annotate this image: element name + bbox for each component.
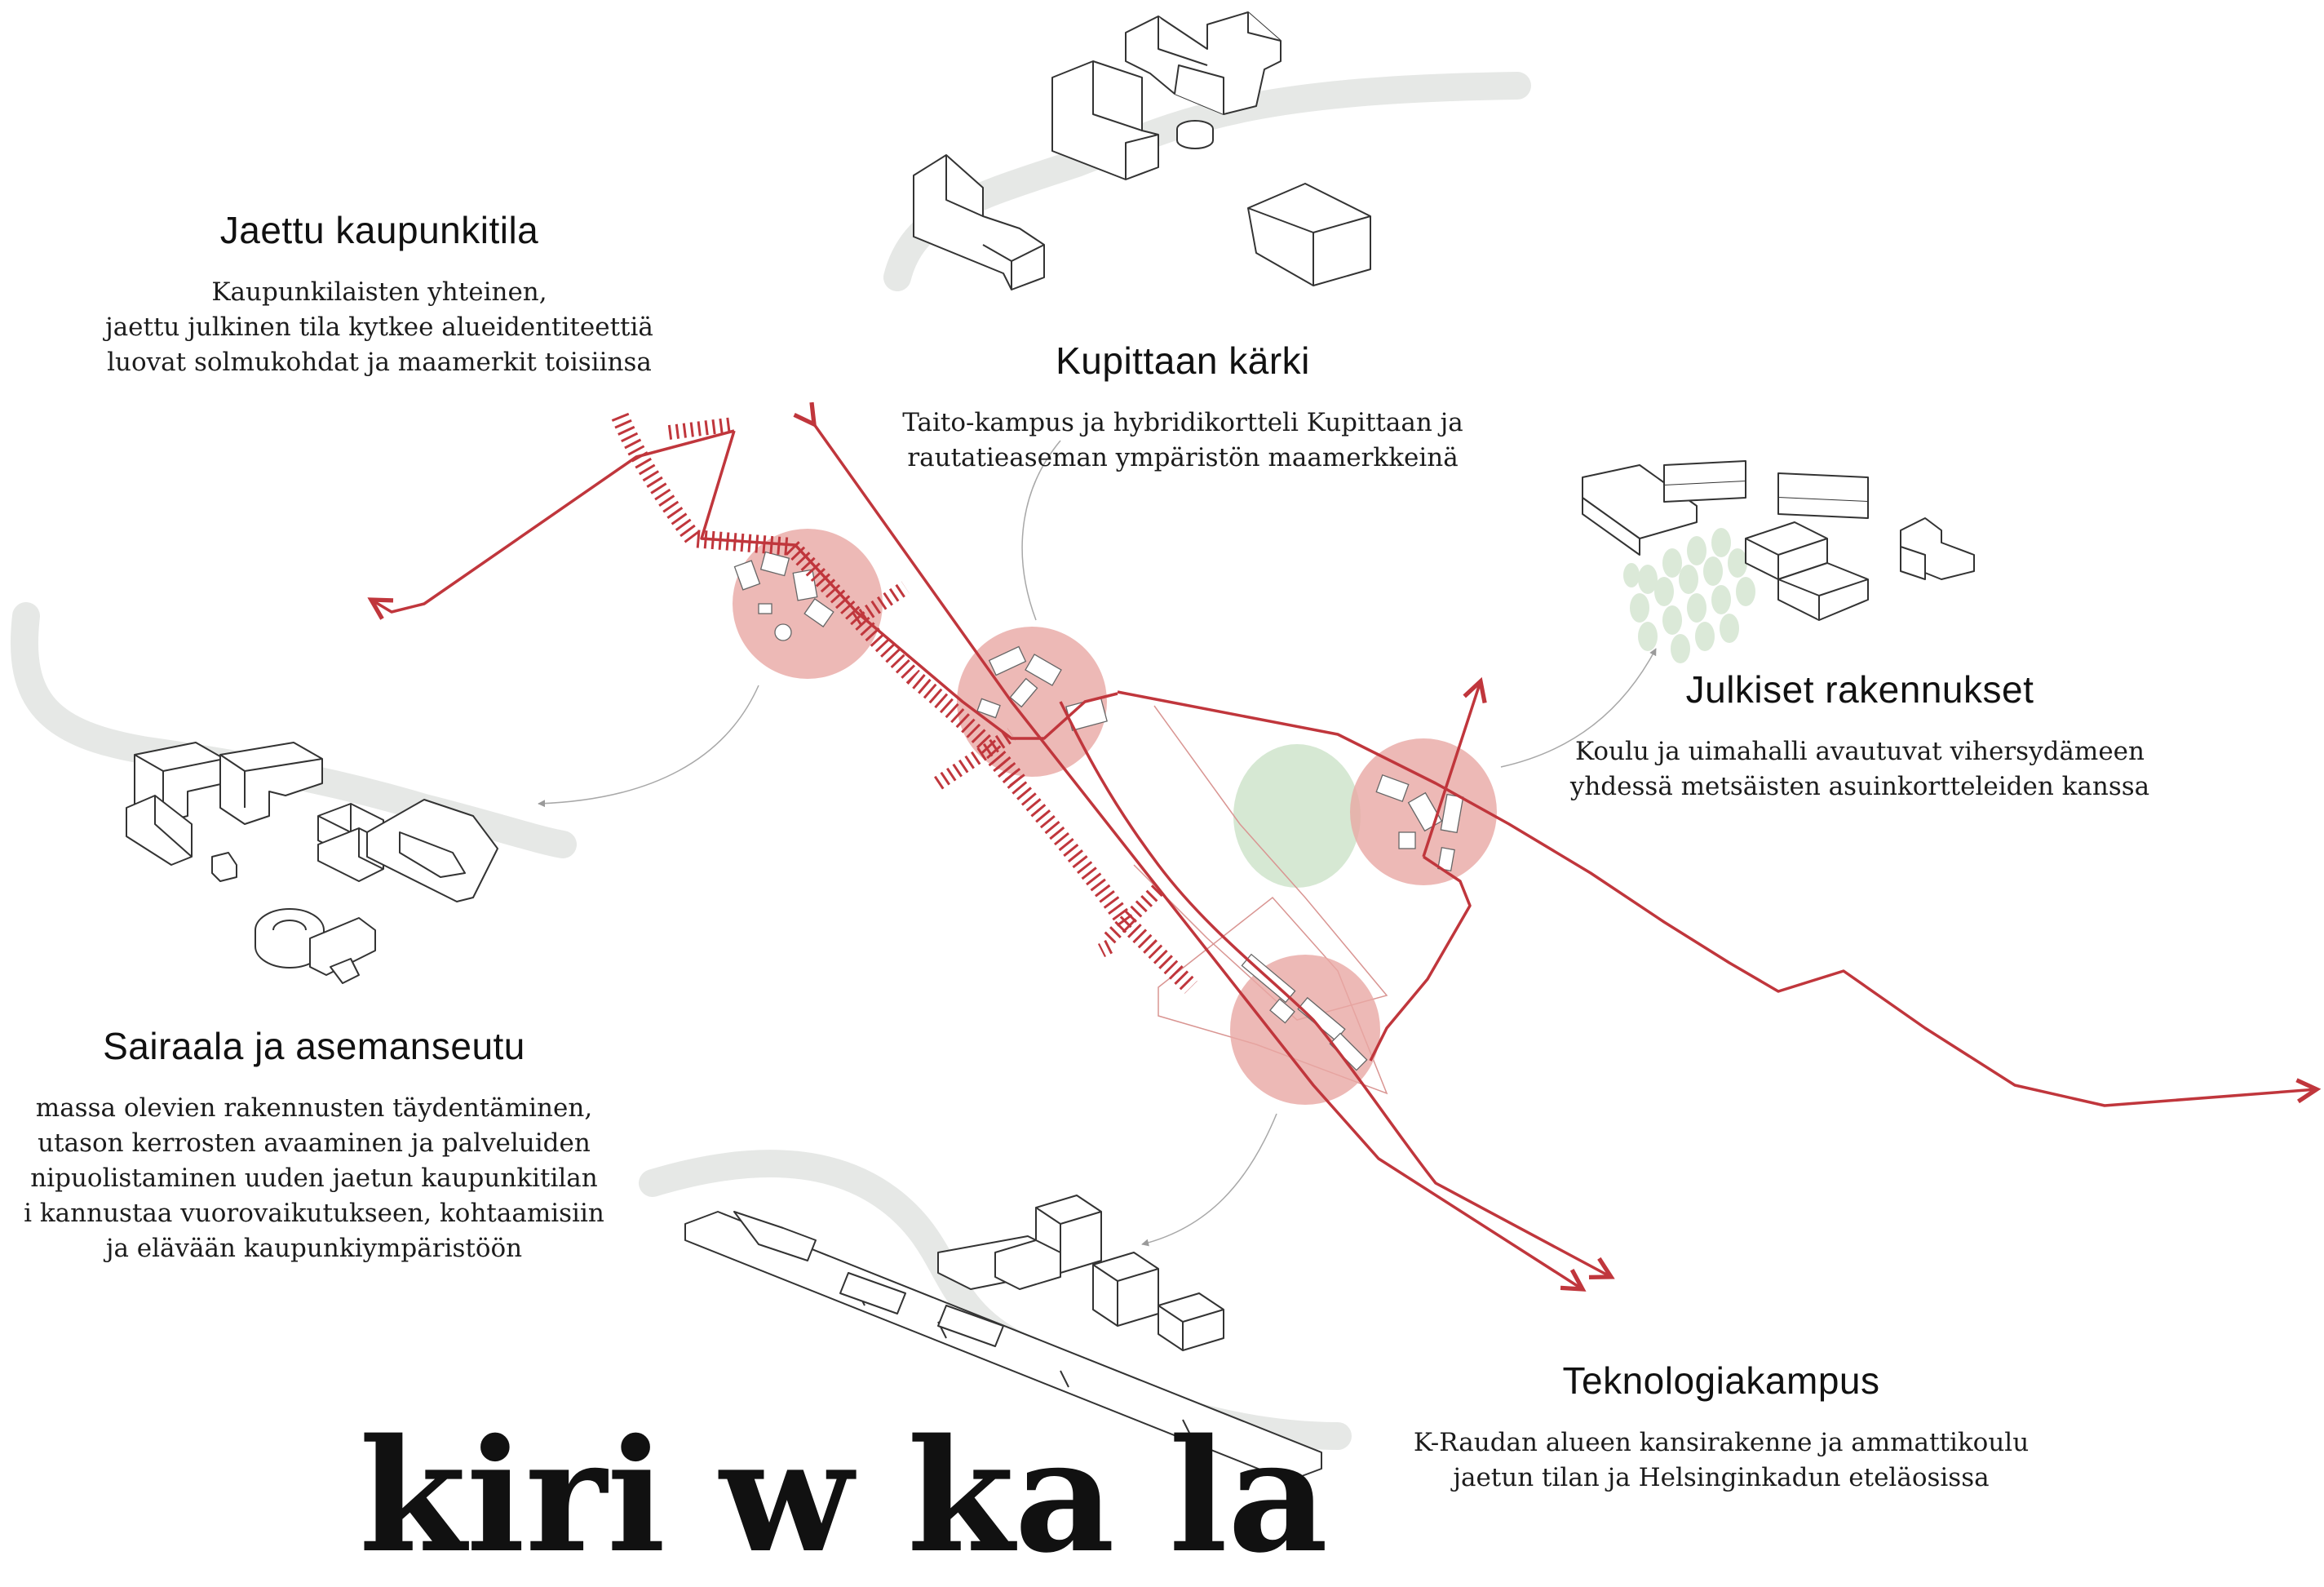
route-up-spur — [1422, 681, 1481, 858]
label-heading: Julkiset rakennukset — [1685, 668, 2034, 711]
buildings-right — [1582, 460, 1975, 621]
connector-sairaala — [538, 685, 759, 808]
label-line: Kaupunkilaisten yhteinen, — [211, 277, 547, 307]
label-kupittaan-karki: Kupittaan kärki Taito-kampus ja hybridik… — [865, 339, 1501, 476]
buildings-left — [126, 742, 498, 984]
label-line: nipuolistaminen uuden jaetun kaupunkitil… — [30, 1164, 598, 1193]
hatch-small-bottom — [1097, 939, 1113, 958]
label-jaettu-kaupunkitila: Jaettu kaupunkitila Kaupunkilaisten yhte… — [73, 208, 685, 380]
connector-teknologia — [1141, 1113, 1277, 1247]
label-julkiset-rakennukset: Julkiset rakennukset Koulu ja uimahalli … — [1534, 667, 2186, 805]
label-line: utason kerrosten avaaminen ja palveluide… — [38, 1128, 591, 1158]
grey-band-left — [10, 602, 577, 858]
label-heading: Sairaala ja asemanseutu — [103, 1025, 525, 1067]
route-main-diagonal — [814, 424, 1583, 1289]
grey-band-bottom — [639, 1150, 1352, 1450]
route-east — [1117, 690, 2317, 1107]
label-body: massa olevien rakennusten täydentäminen,… — [0, 1091, 628, 1266]
label-line: yhdessä metsäisten asuinkortteleiden kan… — [1569, 772, 2150, 801]
tree-cluster — [1623, 528, 1755, 663]
label-body: Koulu ja uimahalli avautuvat vihersydäme… — [1534, 734, 2186, 805]
label-body: Taito-kampus ja hybridikortteli Kupittaa… — [865, 406, 1501, 476]
bottom-title-cropped: kiri w ka la — [359, 1405, 1329, 1587]
label-teknologiakampus: Teknologiakampus K-Raudan alueen kansira… — [1387, 1359, 2056, 1496]
label-heading: Jaettu kaupunkitila — [219, 209, 539, 251]
node-circles — [733, 529, 1497, 1105]
buildings-bottom — [684, 1195, 1322, 1482]
hatch-small-top — [667, 417, 736, 440]
label-line: luovat solmukohdat ja maamerkit toisiins… — [107, 348, 652, 377]
label-line: i kannustaa vuorovaikutukseen, kohtaamis… — [24, 1199, 604, 1228]
node-circle-4 — [1230, 955, 1380, 1105]
diagram-canvas — [10, 11, 2324, 1482]
label-body: K-Raudan alueen kansirakenne ja ammattik… — [1387, 1425, 2056, 1496]
label-line: rautatieaseman ympäristön maamerkkeinä — [907, 443, 1459, 472]
buildings-top — [913, 11, 1371, 290]
green-park-ellipse — [1233, 744, 1361, 888]
route-west-arrow — [371, 429, 735, 612]
label-heading: Teknologiakampus — [1562, 1359, 1880, 1402]
route-north-spur — [1369, 855, 1472, 1062]
node-circle-1 — [733, 529, 883, 679]
label-line: K-Raudan alueen kansirakenne ja ammattik… — [1413, 1428, 2030, 1457]
label-line: ja elävään kaupunkiympäristöön — [105, 1234, 523, 1263]
label-line: massa olevien rakennusten täydentäminen, — [35, 1093, 593, 1123]
label-heading: Kupittaan kärki — [1056, 339, 1310, 382]
label-line: Taito-kampus ja hybridikortteli Kupittaa… — [902, 408, 1463, 437]
label-body: Kaupunkilaisten yhteinen, jaettu julkine… — [73, 275, 685, 380]
label-line: jaetun tilan ja Helsinginkadun eteläosis… — [1453, 1463, 1990, 1492]
hatch-zone-mid — [988, 752, 1197, 994]
label-sairaala-ja-asemanseutu: Sairaala ja asemanseutu massa olevien ra… — [0, 1024, 628, 1266]
label-line: Koulu ja uimahalli avautuvat vihersydäme… — [1575, 737, 2145, 766]
red-routes — [371, 424, 2317, 1289]
label-line: jaettu julkinen tila kytkee alueidentite… — [105, 313, 653, 342]
route-secondary — [1059, 701, 1611, 1277]
